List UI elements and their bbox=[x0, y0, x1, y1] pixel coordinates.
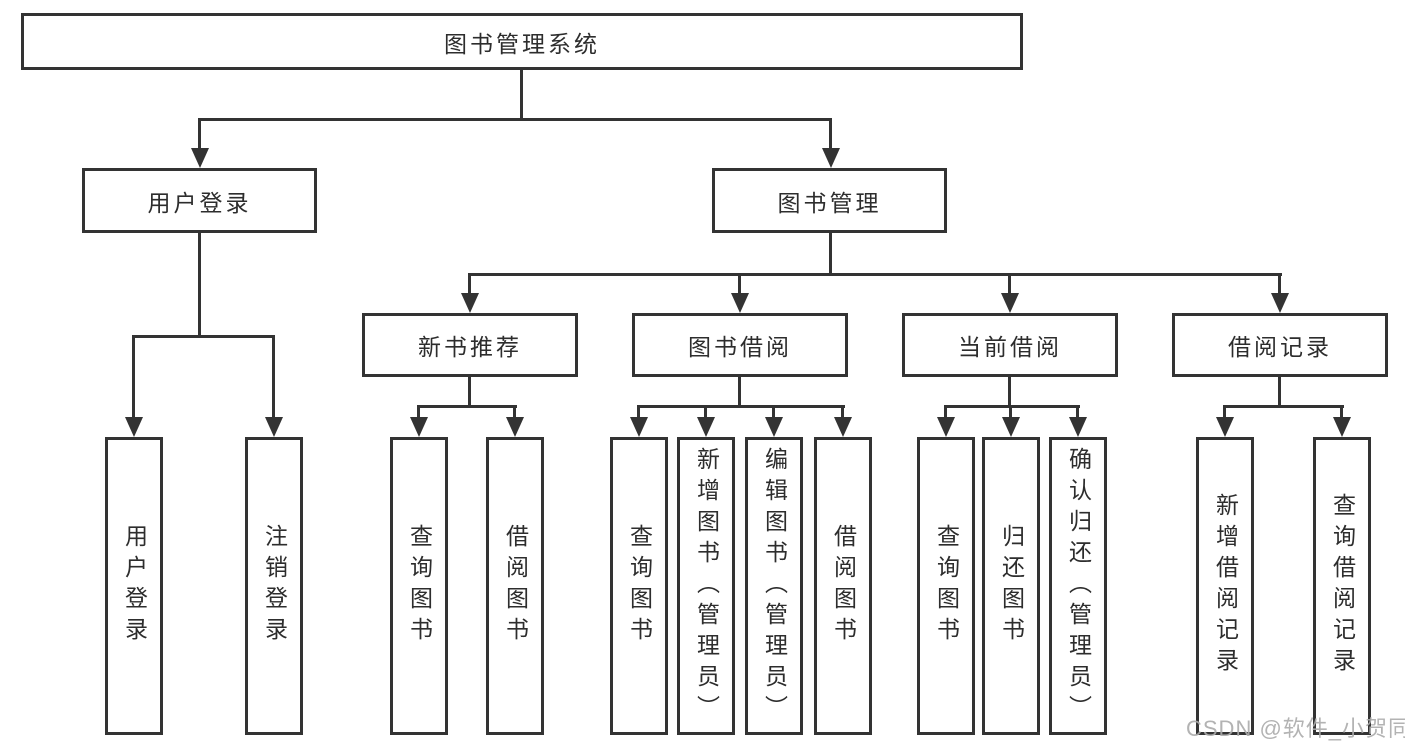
arrowhead-down-icon bbox=[461, 293, 479, 313]
arrowhead-down-icon bbox=[506, 417, 524, 437]
connector-line bbox=[132, 335, 275, 338]
node-borrowing-records: 借阅记录 bbox=[1172, 313, 1388, 377]
arrowhead-down-icon bbox=[697, 417, 715, 437]
leaf-user-login: 用户登录 bbox=[105, 437, 163, 735]
connector-line bbox=[944, 405, 947, 419]
arrowhead-down-icon bbox=[1333, 417, 1351, 437]
leaf-return-books: 归还图书 bbox=[982, 437, 1040, 735]
connector-line bbox=[738, 273, 741, 295]
connector-line bbox=[468, 377, 471, 405]
leaf-edit-book-admin: 编辑图书（管理员） bbox=[745, 437, 803, 735]
leaf-borrow-books: 借阅图书 bbox=[814, 437, 872, 735]
connector-line bbox=[841, 405, 844, 419]
arrowhead-down-icon bbox=[822, 148, 840, 168]
leaf-query-borrow-record: 查询借阅记录 bbox=[1313, 437, 1371, 735]
connector-line bbox=[637, 405, 640, 419]
leaf-confirm-return-admin: 确认归还（管理员） bbox=[1049, 437, 1107, 735]
leaf-add-borrow-record: 新增借阅记录 bbox=[1196, 437, 1254, 735]
node-library-management-system: 图书管理系统 bbox=[21, 13, 1023, 70]
connector-line bbox=[829, 118, 832, 150]
arrowhead-down-icon bbox=[834, 417, 852, 437]
connector-line bbox=[468, 273, 471, 295]
arrowhead-down-icon bbox=[765, 417, 783, 437]
connector-line bbox=[468, 273, 1282, 276]
leaf-borrow-books-recommend: 借阅图书 bbox=[486, 437, 544, 735]
connector-line bbox=[1076, 405, 1079, 419]
connector-line bbox=[637, 405, 845, 408]
node-book-management: 图书管理 bbox=[712, 168, 947, 233]
node-book-borrowing: 图书借阅 bbox=[632, 313, 848, 377]
node-user-login: 用户登录 bbox=[82, 168, 317, 233]
arrowhead-down-icon bbox=[1001, 293, 1019, 313]
connector-line bbox=[198, 118, 832, 121]
connector-line bbox=[1008, 273, 1011, 295]
connector-line bbox=[132, 335, 135, 419]
arrowhead-down-icon bbox=[1069, 417, 1087, 437]
node-current-borrowing: 当前借阅 bbox=[902, 313, 1118, 377]
connector-line bbox=[1008, 377, 1011, 405]
connector-line bbox=[944, 405, 1080, 408]
connector-line bbox=[1278, 273, 1281, 295]
connector-line bbox=[1340, 405, 1343, 419]
leaf-add-book-admin: 新增图书（管理员） bbox=[677, 437, 735, 735]
leaf-query-books-borrowing: 查询图书 bbox=[610, 437, 668, 735]
connector-line bbox=[198, 233, 201, 335]
connector-line bbox=[417, 405, 420, 419]
connector-line bbox=[520, 70, 523, 118]
connector-line bbox=[272, 335, 275, 419]
arrowhead-down-icon bbox=[731, 293, 749, 313]
connector-line bbox=[1009, 405, 1012, 419]
connector-line bbox=[417, 405, 517, 408]
arrowhead-down-icon bbox=[630, 417, 648, 437]
arrowhead-down-icon bbox=[265, 417, 283, 437]
arrowhead-down-icon bbox=[125, 417, 143, 437]
arrowhead-down-icon bbox=[937, 417, 955, 437]
connector-line bbox=[1223, 405, 1226, 419]
arrowhead-down-icon bbox=[410, 417, 428, 437]
leaf-query-books-current: 查询图书 bbox=[917, 437, 975, 735]
arrowhead-down-icon bbox=[1216, 417, 1234, 437]
connector-line bbox=[1278, 377, 1281, 405]
leaf-query-books-recommend: 查询图书 bbox=[390, 437, 448, 735]
connector-line bbox=[772, 405, 775, 419]
arrowhead-down-icon bbox=[191, 148, 209, 168]
node-new-book-recommendation: 新书推荐 bbox=[362, 313, 578, 377]
arrowhead-down-icon bbox=[1002, 417, 1020, 437]
connector-line bbox=[513, 405, 516, 419]
connector-line bbox=[704, 405, 707, 419]
leaf-logout: 注销登录 bbox=[245, 437, 303, 735]
watermark: CSDN @软件_小贺同学 bbox=[1186, 716, 1405, 741]
connector-line bbox=[198, 118, 201, 150]
connector-line bbox=[1223, 405, 1344, 408]
connector-line bbox=[829, 233, 832, 273]
connector-line bbox=[738, 377, 741, 405]
arrowhead-down-icon bbox=[1271, 293, 1289, 313]
